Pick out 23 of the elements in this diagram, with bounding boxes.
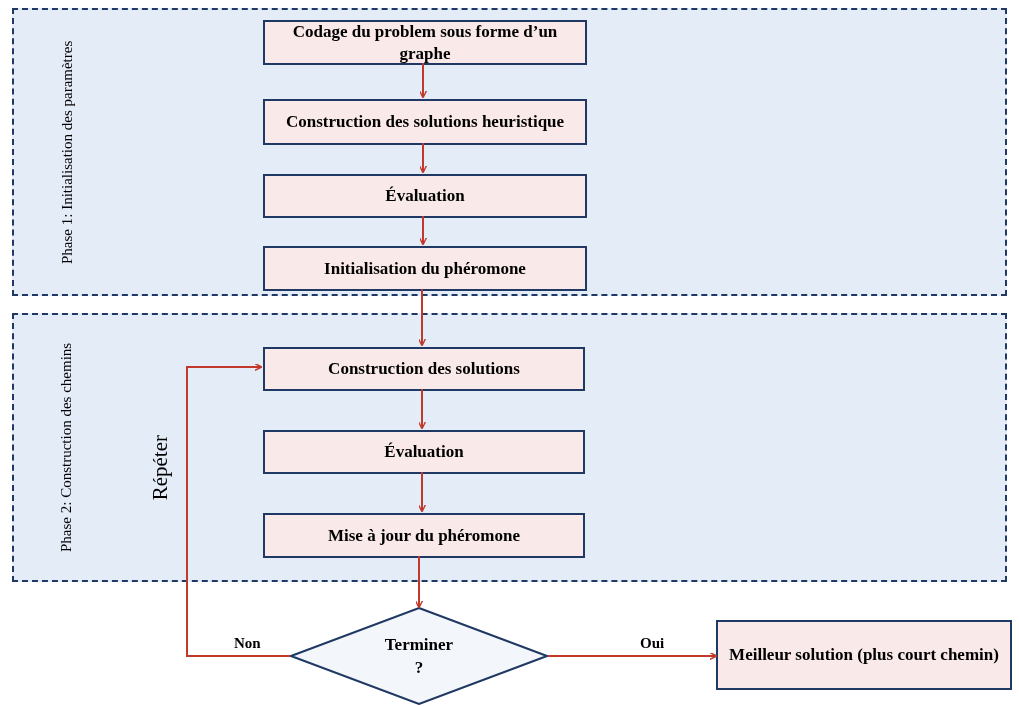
arrow (418, 142, 428, 174)
process-box: Évaluation (263, 430, 585, 474)
decision-diamond: Terminer ? (290, 607, 548, 705)
arrow (418, 62, 428, 99)
arrow (186, 362, 291, 657)
process-box: Construction des solutions (263, 347, 585, 391)
process-box: Mise à jour du phéromone (263, 513, 585, 558)
loop-label: Répéter (150, 435, 171, 501)
process-box: Meilleur solution (plus court chemin) (716, 620, 1012, 690)
phase-panel (12, 313, 1007, 582)
phase-heading: Phase 1: Initialisation des paramètres (57, 39, 76, 266)
phase-panel (12, 8, 1007, 296)
process-box: Évaluation (263, 174, 587, 218)
arrow (417, 388, 427, 430)
arrow (418, 215, 428, 246)
process-box: Initialisation du phéromone (263, 246, 587, 291)
arrow (547, 651, 718, 661)
phase-heading: Phase 2: Construction des chemins (56, 341, 75, 555)
process-box: Construction des solutions heuristique (263, 99, 587, 145)
arrow (417, 471, 427, 513)
process-box: Codage du problem sous forme d’un graphe (263, 20, 587, 65)
arrow (414, 555, 424, 609)
arrow (417, 288, 427, 347)
